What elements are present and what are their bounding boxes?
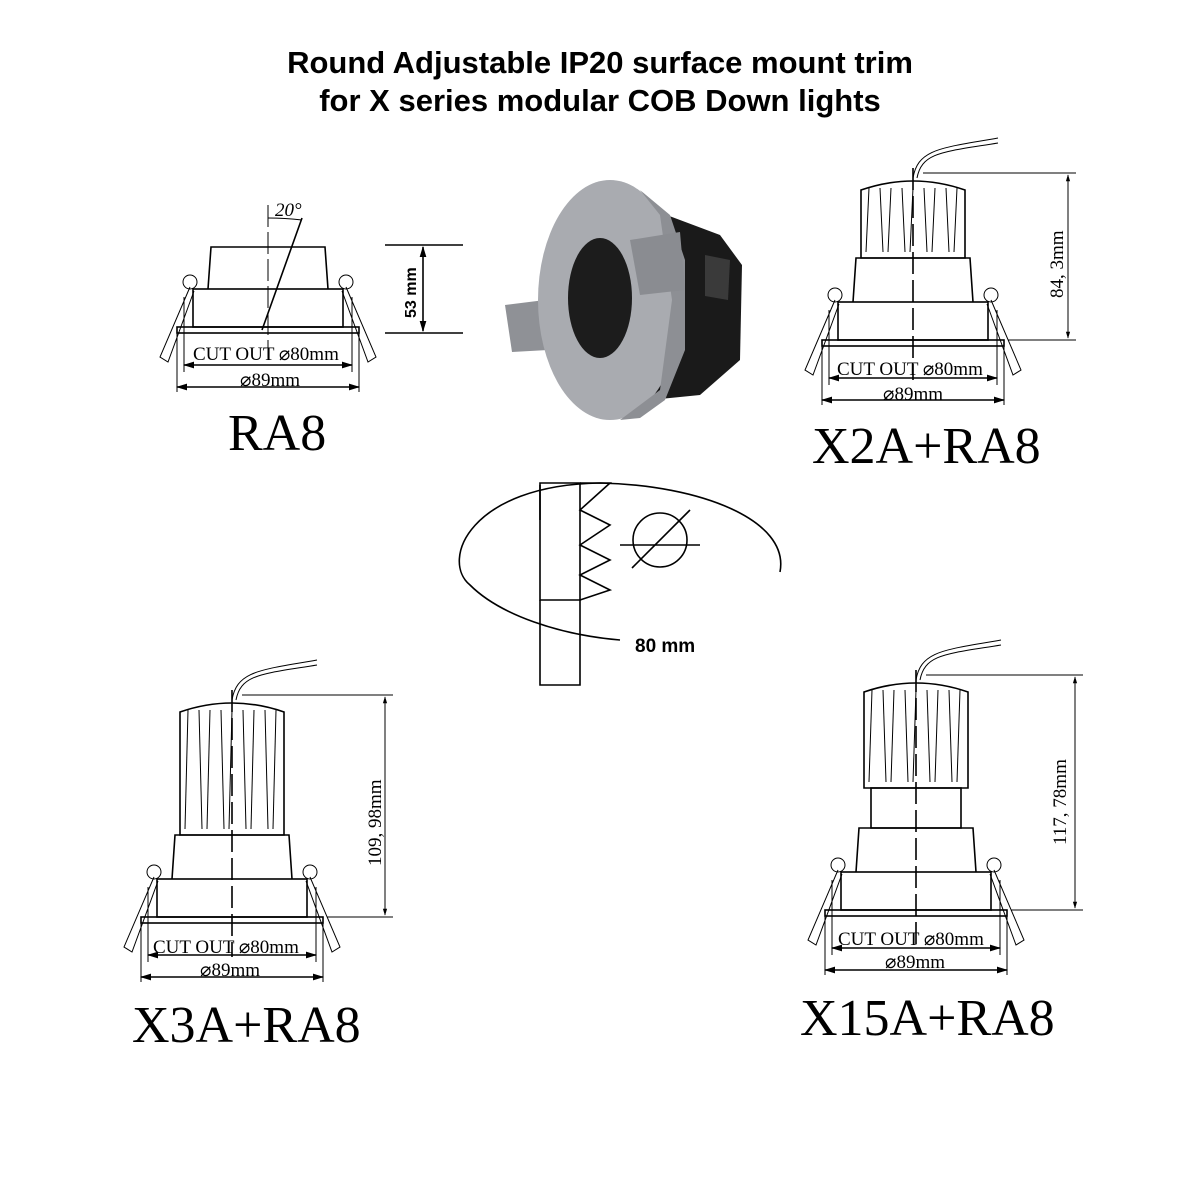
heatsink-fin [184,709,189,830]
ra8-height: 53 mm [403,267,420,318]
power-cable [231,659,318,701]
x15a-cutout: CUT OUT ⌀80mm [838,929,984,950]
heatsink-fin [264,709,269,830]
ra8-angle-indicator [261,205,303,360]
heatsink-fin [868,689,873,783]
x2a-diameter: ⌀89mm [883,384,943,405]
heatsink-fin [272,709,277,830]
x2a-cutout: CUT OUT ⌀80mm [837,359,983,380]
ra8-height-dimension [385,244,463,334]
cutout-size: 80 mm [635,636,695,657]
x15a-height: 117, 78mm [1050,759,1071,845]
heatsink-fin [956,689,961,783]
spring-clip [989,869,1025,946]
x2a-drawing [804,137,1076,405]
power-cable [235,664,318,701]
heatsink [179,702,285,836]
clip-pivot [302,864,318,880]
clip-pivot [827,287,843,303]
ra8-diameter: ⌀89mm [240,370,300,391]
x3a-height: 109, 98mm [365,779,386,866]
heatsink-fin [879,187,884,253]
spring-clip [123,876,159,953]
heatsink-fin [198,709,203,830]
title-line-2: for X series modular COB Down lights [319,83,881,118]
heatsink [860,180,966,259]
spring-clip [986,299,1022,376]
heatsink-fin [904,689,909,783]
x3a-diameter: ⌀89mm [200,960,260,981]
x15a-label: X15A+RA8 [800,990,1055,1047]
heatsink-fin [948,689,953,783]
spring-clip [804,299,840,376]
spring-clip [341,286,377,363]
clip-pivot [830,857,846,873]
x15a-diameter: ⌀89mm [885,952,945,973]
x15a-drawing [807,639,1083,975]
clip-pivot [182,274,198,290]
heatsink-fin [865,187,870,253]
clip-pivot [986,857,1002,873]
x2a-height: 84, 3mm [1047,230,1068,298]
spring-clip [305,876,341,953]
power-cable [915,639,1002,681]
ra8-angle: 20° [275,200,302,221]
heatsink-fin [250,709,255,830]
heatsink-fin [931,187,936,253]
heatsink-fin [887,187,892,253]
heatsink-fin [945,187,950,253]
heatsink-fin [923,187,928,253]
spring-clip [807,869,843,946]
power-cable [912,137,999,179]
x3a-drawing [123,659,393,982]
heatsink-fin [206,709,211,830]
heatsink-fin [901,187,906,253]
ra8-label: RA8 [228,405,326,462]
power-cable [919,644,1002,681]
heatsink-fin [220,709,225,830]
x3a-cutout: CUT OUT ⌀80mm [153,937,299,958]
heatsink-fin [934,689,939,783]
cutout-diagram [458,482,782,686]
heatsink-fin [926,689,931,783]
ra8-cutout: CUT OUT ⌀80mm [193,344,339,365]
clip-pivot [338,274,354,290]
x3a-label: X3A+RA8 [132,997,361,1054]
spring-clip [159,286,195,363]
clip-pivot [983,287,999,303]
heatsink [863,682,969,789]
heatsink-fin [242,709,247,830]
title-line-1: Round Adjustable IP20 surface mount trim [287,45,913,80]
product-photo [505,180,742,420]
clip-pivot [146,864,162,880]
heatsink-fin [890,689,895,783]
heatsink-fin [882,689,887,783]
power-cable [916,142,999,179]
x2a-label: X2A+RA8 [812,418,1041,475]
heatsink-fin [953,187,958,253]
